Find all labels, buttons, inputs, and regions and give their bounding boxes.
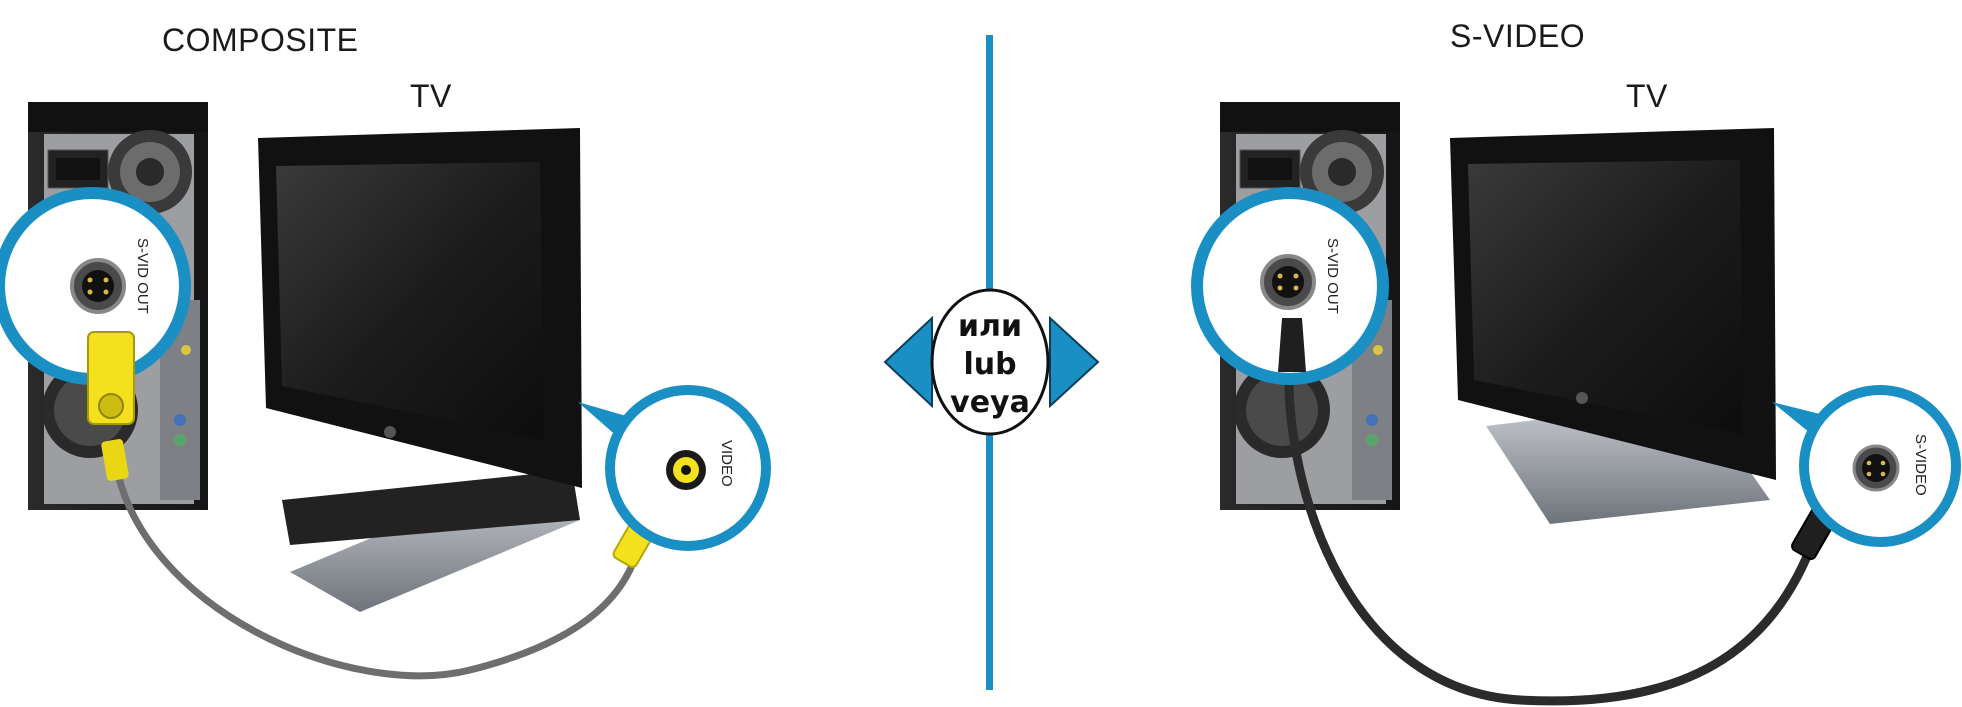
callout-pc-port-right: S-VID OUT (1191, 187, 1389, 385)
tv-right (1450, 128, 1776, 524)
tv-screen-left (276, 162, 544, 440)
composite-plug-callout (87, 331, 135, 425)
tv-label-right: TV (1626, 78, 1668, 114)
tv-port-label-left: VIDEO (718, 440, 735, 487)
callout-tv-port-right: S-VIDEO (1772, 385, 1961, 547)
or-word-ru: или (958, 309, 1022, 344)
or-word-pl: lub (963, 347, 1016, 382)
callout-pc-port-left: S-VID OUT (0, 187, 191, 385)
callout-tv-port-left: VIDEO (578, 385, 771, 551)
or-word-tr: veya (950, 385, 1030, 420)
tv-label-left: TV (410, 78, 452, 114)
tv-port-label-right: S-VIDEO (1912, 434, 1929, 496)
svideo-cable (1284, 345, 1823, 706)
arrow-right-icon (1049, 315, 1100, 409)
composite-cable (111, 456, 644, 680)
composite-title: COMPOSITE (162, 22, 359, 58)
pc-port-label-left: S-VID OUT (134, 238, 151, 314)
tv-screen-right (1468, 160, 1742, 434)
svideo-title: S-VIDEO (1450, 18, 1586, 54)
pc-port-label-right: S-VID OUT (1324, 238, 1341, 314)
or-badge: или lub veya (883, 288, 1100, 436)
tv-left (258, 128, 582, 612)
arrow-left-icon (883, 315, 933, 409)
